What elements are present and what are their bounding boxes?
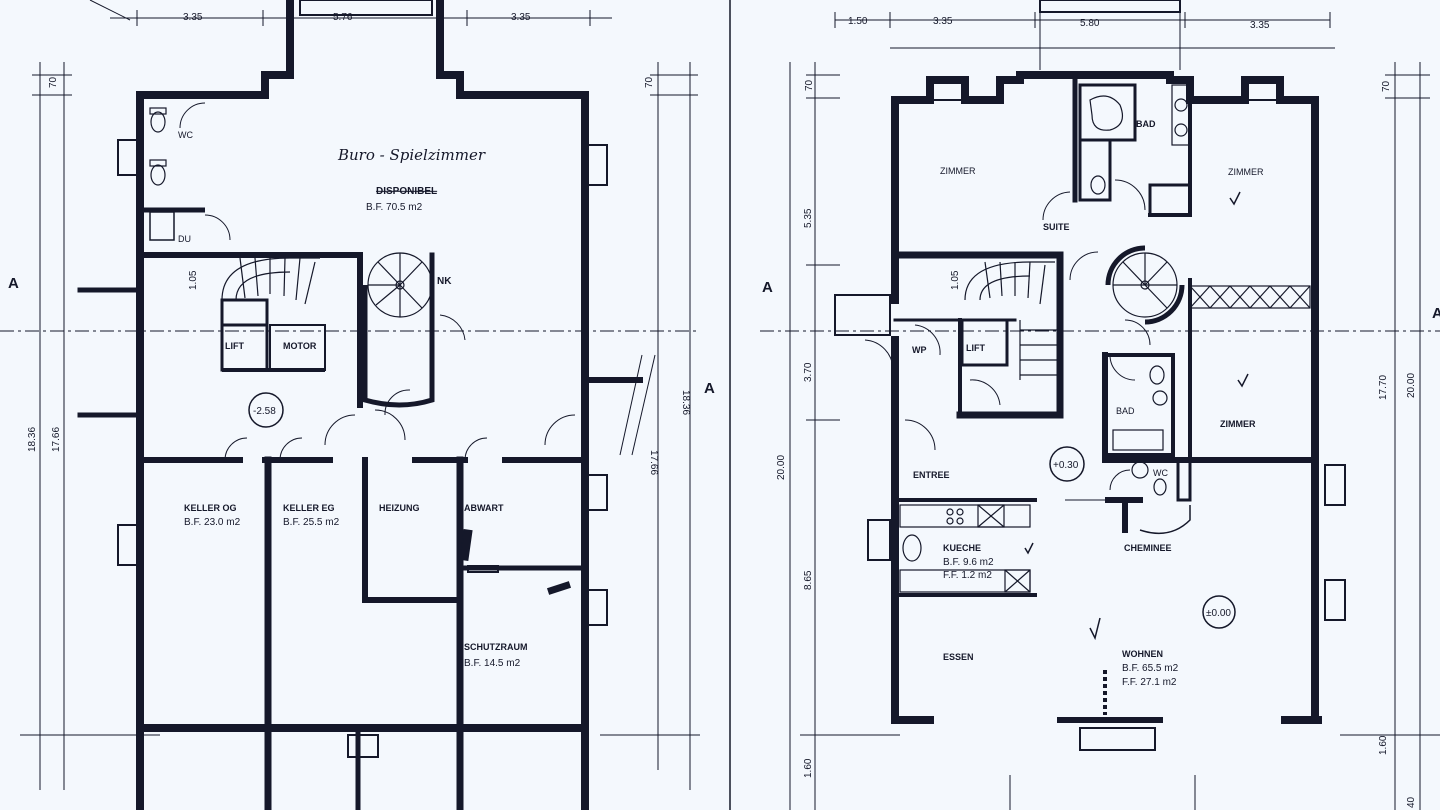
- right-level-marker-lower: [1202, 595, 1236, 629]
- left-sanitary-fixtures: [140, 107, 205, 241]
- dim-top-right-a: 1.50: [848, 16, 868, 27]
- room-label-zimmer-1: ZIMMER: [940, 166, 976, 176]
- check-marks: [1024, 191, 1249, 641]
- room-label-motor: MOTOR: [283, 341, 317, 351]
- right-level-marker-upper: [1049, 446, 1085, 482]
- room-area-wohnen-ff: F.F. 27.1 m2: [1122, 677, 1177, 688]
- room-label-kueche: KUECHE: [943, 543, 981, 553]
- right-railing: [1189, 285, 1311, 309]
- room-label-suite: SUITE: [1043, 222, 1070, 232]
- dim-right-18-36: 18.36: [680, 390, 691, 415]
- dim-20-00-right: 20.00: [1406, 373, 1417, 398]
- right-lift-shaft: [960, 318, 1009, 367]
- section-marker-a-left: A: [8, 275, 19, 292]
- dim-right-plan-70-left: 70: [804, 79, 815, 91]
- room-label-wohnen: WOHNEN: [1122, 649, 1163, 659]
- room-label-du: DU: [178, 234, 191, 244]
- room-label-nk: NK: [437, 276, 452, 287]
- right-door-swings: [864, 179, 1151, 491]
- dim-bottom-40: 40: [1406, 796, 1417, 808]
- right-straight-stair: [964, 261, 1058, 380]
- dim-top-left-a: 3.35: [183, 12, 203, 23]
- right-dimension-lines: [789, 0, 1440, 810]
- right-spiral-stair: [1105, 245, 1185, 325]
- room-area-keller-eg: B.F. 25.5 m2: [283, 517, 340, 528]
- room-label-wp: WP: [912, 345, 927, 355]
- dim-right-plan-70-right: 70: [1381, 80, 1392, 92]
- room-label-lift: LIFT: [225, 341, 244, 351]
- room-area-kueche-ff: F.F. 1.2 m2: [943, 570, 992, 581]
- dim-left-18-36: 18.36: [27, 427, 38, 452]
- dim-top-left-c: 3.35: [511, 12, 531, 23]
- dim-top-right-c: 5.80: [1080, 18, 1100, 29]
- right-bathroom-fixtures: [1078, 83, 1192, 502]
- left-floor-plan: 3.35 5.76 3.35 70 70 18.36 17.66 18.36 1…: [0, 0, 731, 810]
- room-label-wc: WC: [178, 130, 193, 140]
- dim-left-17-66: 17.66: [51, 427, 62, 452]
- right-kitchen-fixtures: [899, 499, 1191, 715]
- level-value-wohnen: ±0.00: [1206, 608, 1231, 619]
- room-label-lift-right: LIFT: [966, 343, 985, 353]
- room-label-disponibel: DISPONIBEL: [376, 186, 437, 197]
- room-label-bad-top: BAD: [1136, 119, 1156, 129]
- dim-3-70: 3.70: [803, 362, 814, 382]
- left-small-details: [459, 529, 572, 595]
- left-dimension-lines: [20, 0, 731, 810]
- left-lift-shaft: [220, 323, 326, 372]
- room-area-wohnen-bf: B.F. 65.5 m2: [1122, 663, 1179, 674]
- room-area-kueche-bf: B.F. 9.6 m2: [943, 557, 994, 568]
- dim-stair-1-05: 1.05: [188, 270, 199, 290]
- room-label-zimmer-3: ZIMMER: [1220, 419, 1256, 429]
- section-marker-a-right: A: [704, 380, 715, 397]
- room-label-essen: ESSEN: [943, 652, 974, 662]
- room-label-keller-eg: KELLER EG: [283, 503, 335, 513]
- room-label-zimmer-2: ZIMMER: [1228, 167, 1264, 177]
- room-area-keller-og: B.F. 23.0 m2: [184, 517, 241, 528]
- dim-top-right-b: 3.35: [933, 16, 953, 27]
- section-marker-a-right-plan-left: A: [762, 279, 773, 296]
- dim-top-left-b: 5.76: [333, 12, 353, 23]
- dim-1-60-right: 1.60: [1378, 735, 1389, 755]
- dim-17-70: 17.70: [1378, 375, 1389, 400]
- room-label-abwart: ABWART: [464, 503, 504, 513]
- dim-20-00-left: 20.00: [776, 455, 787, 480]
- room-label-entree: ENTREE: [913, 470, 950, 480]
- left-door-swings: [179, 102, 656, 461]
- right-window-boxes: [834, 0, 1346, 751]
- dim-left-70: 70: [48, 76, 59, 88]
- room-area-schutzraum: B.F. 14.5 m2: [464, 658, 521, 669]
- room-label-keller-og: KELLER OG: [184, 503, 237, 513]
- dim-right-17-66: 17.66: [648, 450, 659, 475]
- level-value-entree: +0.30: [1053, 460, 1079, 471]
- left-spiral-stair: [362, 252, 435, 408]
- left-level-marker: [248, 392, 284, 428]
- dim-1-60-left: 1.60: [803, 758, 814, 778]
- room-label-heizung: HEIZUNG: [379, 503, 420, 513]
- dim-5-35: 5.35: [803, 208, 814, 228]
- dim-right-70: 70: [644, 76, 655, 88]
- handwritten-room-title: Buro - Spielzimmer: [337, 146, 486, 164]
- right-floor-plan: 1.50 3.35 5.80 3.35 70 70 5.35 3.70 20.0…: [760, 0, 1440, 810]
- dim-top-right-d: 3.35: [1250, 20, 1270, 31]
- room-area-main: B.F. 70.5 m2: [366, 202, 423, 213]
- left-window-boxes: [117, 0, 608, 758]
- room-label-schutzraum: SCHUTZRAUM: [464, 642, 528, 652]
- level-value-left: -2.58: [253, 406, 276, 417]
- dim-8-65: 8.65: [803, 570, 814, 590]
- room-label-cheminee: CHEMINEE: [1124, 543, 1172, 553]
- dim-stair-right-1-05: 1.05: [950, 270, 961, 290]
- room-label-wc-right: WC: [1153, 468, 1168, 478]
- section-marker-a-right-plan-right: A: [1432, 305, 1440, 322]
- room-label-bad-mid: BAD: [1116, 406, 1135, 416]
